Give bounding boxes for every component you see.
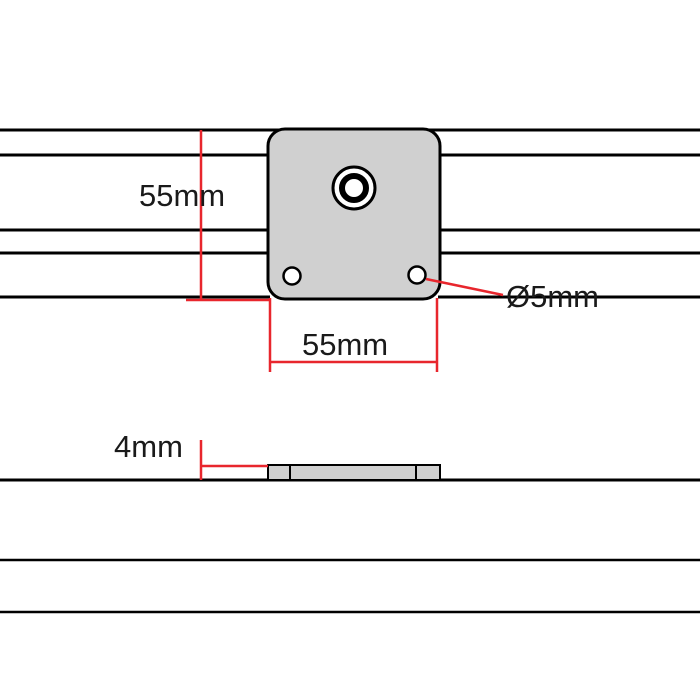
- top-view: 55mm 55mm Ø5mm: [0, 127, 700, 372]
- vertical-dimension-label: 55mm: [139, 178, 225, 213]
- horizontal-dimension: [268, 298, 439, 372]
- horizontal-dimension-label: 55mm: [302, 327, 388, 362]
- center-bearing: [331, 165, 377, 211]
- hole-diameter-leader: [425, 277, 504, 297]
- side-view: 4mm: [0, 429, 700, 614]
- plate-side-body: [267, 464, 441, 481]
- vertical-dimension: [186, 130, 270, 302]
- thickness-dimension: [199, 440, 268, 480]
- hole-diameter-label: Ø5mm: [506, 279, 599, 314]
- mounting-hole-left: [282, 266, 302, 286]
- mounting-plate: [266, 127, 442, 301]
- bearing-inner-ring: [339, 173, 369, 203]
- thickness-label: 4mm: [114, 429, 183, 464]
- mounting-hole-right: [407, 265, 427, 285]
- plate-side-profile: [267, 464, 441, 481]
